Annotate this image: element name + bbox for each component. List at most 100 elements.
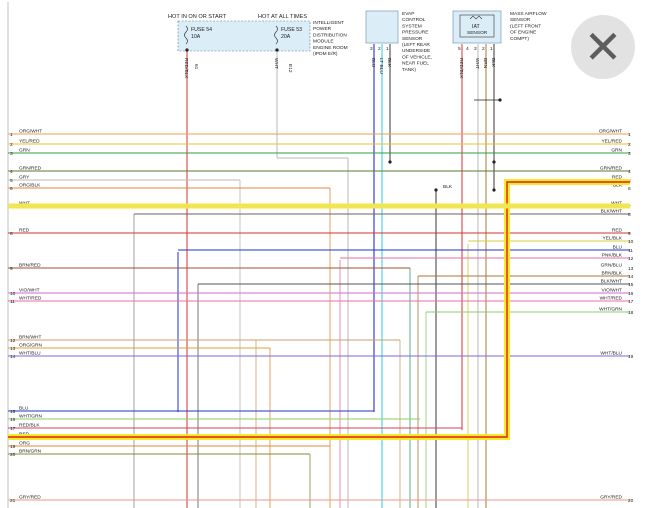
row-number-left: 2 [10,142,13,148]
thermistor-icon [469,15,483,20]
row-label-right: BRN/BLK [601,271,622,277]
row-label-left: WHT/GRN [19,414,42,420]
pin-label: 1 [490,46,493,52]
iat-label: IAT [472,24,481,30]
row-label-left: RED [19,228,30,234]
row-number-right: 18 [628,310,634,316]
row-number-right: 11 [628,248,633,254]
label-line: PRESSURE [402,30,428,36]
row-number-left: 20 [10,452,16,458]
row-label-left: GRN/RED [19,166,42,172]
pin-label: 2 [482,46,485,52]
wire-tag: RED/BLK [458,58,464,79]
wire-tag: WHT [474,58,480,69]
wire-tag: LT BLU [378,58,384,74]
row-label-right: BLU [613,245,623,251]
row-number-right: 17 [628,299,634,305]
pin-label: 2 [378,46,381,52]
fuse53-name: FUSE 53 [281,27,302,33]
row-label-left: BRN/RED [19,263,41,269]
row-number-right: 19 [628,354,634,360]
evap-sensor-box [365,10,399,44]
label-line: (LEFT REAR [402,42,430,48]
row-number-right: 20 [628,498,634,504]
row-number-left: 8 [10,231,13,237]
row-number-right: 1 [628,132,631,138]
row-number-left: 12 [10,338,16,344]
row-number-right: 4 [628,169,631,175]
row-label-left: GRY/RED [19,495,41,501]
label-line: SENSOR [402,36,423,42]
row-label-right: VIO/WHT [601,288,622,294]
label-line: TANK) [402,67,416,73]
pin-label: 3 [474,46,477,52]
label-line: (IPDM E/R) [313,51,338,57]
label-line: (LEFT FRONT [510,23,541,29]
fuse53-icon [274,25,278,45]
row-label-left: VIO/WHT [19,288,40,294]
row-number-right: 2 [628,142,631,148]
row-label-left: ORG [19,441,30,447]
row-label-left: ORG/GRN [19,343,42,349]
wire-tag: BLU [370,58,376,68]
label-line: NEAR FUEL [402,61,429,67]
row-number-left: 11 [10,299,15,305]
wire-tag: BRN [482,58,488,69]
row-label-right: YEL/RED [601,139,622,145]
row-number-left: 10 [10,291,16,297]
label-line: DISTRIBUTION [313,32,347,38]
row-label-right: YEL/BLK [603,236,623,242]
label-line: OF VEHICLE, [402,54,432,60]
row-label-right: GRN/RED [600,166,623,172]
row-number-left: 21 [10,498,16,504]
row-label-left: WHT/BLU [19,351,41,357]
row-number-left: 15 [10,409,16,415]
fuse54-name: FUSE 54 [191,27,212,33]
close-button[interactable]: ✕ [571,15,635,79]
wire-tag: RED/BLK [183,58,189,79]
row-number-left: 4 [10,169,13,175]
hot-in-on-label: HOT IN ON OR START [168,14,227,20]
row-label-left: WHT/RED [19,296,42,302]
label-line: POWER [313,26,332,32]
row-number-right: 13 [628,266,634,272]
label-line: MASS AIRFLOW [510,11,547,17]
row-label-left: BRN/WHT [19,335,41,341]
row-number-right: 14 [628,274,634,280]
row-number-right: 6 [628,186,631,192]
pin-label: 5 [458,46,461,52]
row-label-right: PNK/BLK [602,253,623,259]
row-label-left: BRN/GRN [19,449,42,455]
row-label-right: GRY/RED [600,495,622,501]
row-number-right: 16 [628,291,634,297]
wire-tag: BLK [490,58,496,68]
row-label-left: ORG/WHT [19,129,42,135]
label-line: OF ENGINE [510,30,536,36]
row-number-left: 9 [10,266,13,272]
row-number-left: 19 [10,444,16,450]
wire-tag: BLK [386,58,392,68]
row-label-left: ORG/BLK [19,183,41,189]
row-number-left: 17 [10,426,16,432]
row-number-left: 13 [10,346,16,352]
pin-label: 4 [466,46,469,52]
label-line: UNDERSIDE [402,48,430,54]
label-line: SYSTEM [402,23,422,29]
row-number-right: 10 [628,239,634,245]
label-line: EVAP [402,11,414,17]
label-line: COMPT) [510,36,529,42]
bus-tag: BLK [443,184,453,190]
pin-label: 3 [370,46,373,52]
ipdm-box [177,20,311,52]
fuse54-amp: 10A [191,34,201,40]
label-line: INTELLIGENT [313,20,344,26]
iat-sensor-box [459,14,495,38]
label-line: SENSOR [510,17,531,23]
row-label-right: WHT/BLU [600,351,622,357]
side-tag-61: 61 [193,64,199,70]
